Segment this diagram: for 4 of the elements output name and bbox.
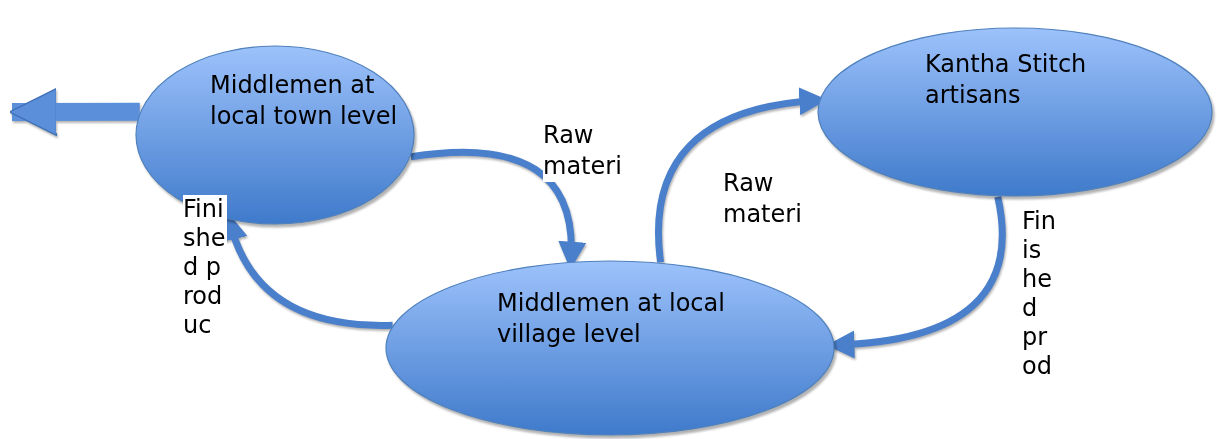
node-label: Middlemen at local village level — [497, 288, 726, 350]
block-arrow — [8, 87, 140, 136]
node-label: Middlemen at local town level — [210, 70, 399, 132]
node-label: Kantha Stitch artisans — [925, 49, 1088, 111]
